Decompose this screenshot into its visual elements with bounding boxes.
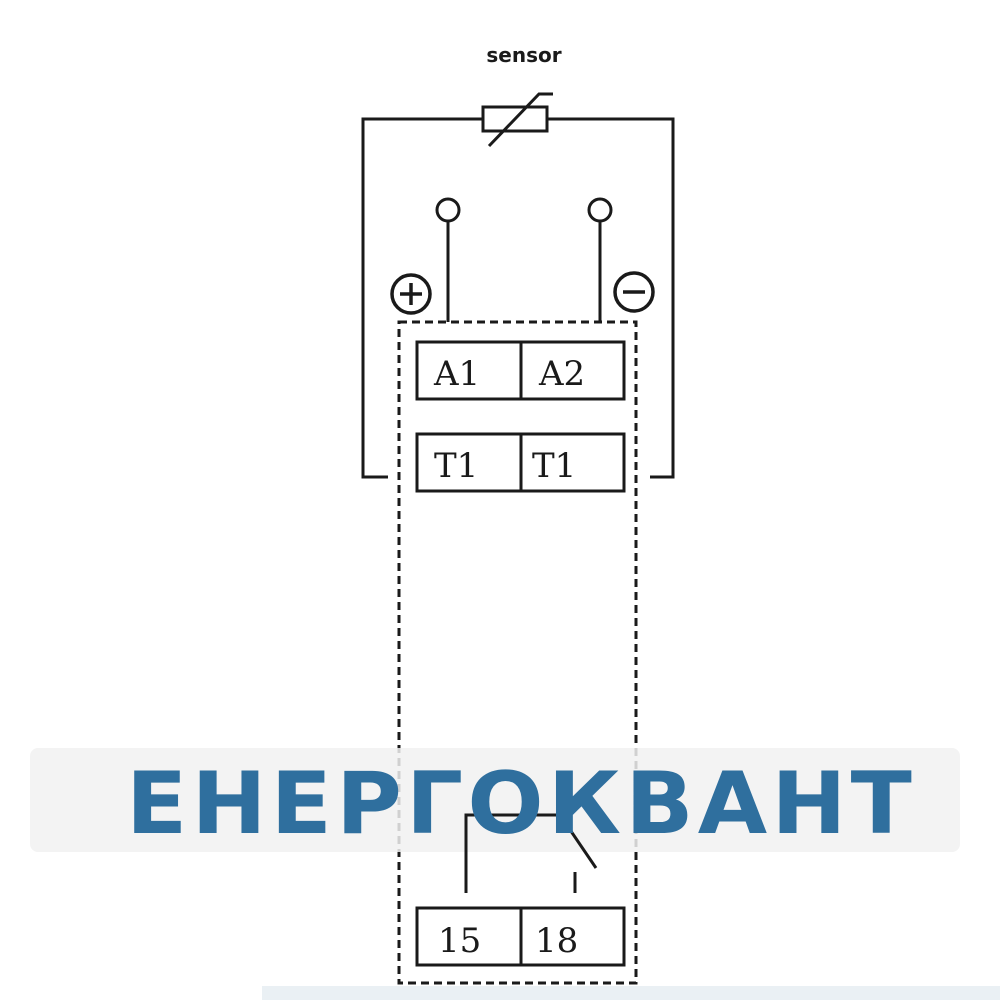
terminal-block-t [415,432,626,493]
plus-icon [390,273,432,315]
terminal-block-a [415,340,626,401]
watermark-logo: ЕНЕРГОКВАНТ [126,754,916,854]
minus-icon [613,271,655,313]
positive-supply [435,197,461,322]
terminal-18: 18 [535,921,578,961]
bottom-strip [262,986,1000,1000]
terminal-a1: A1 [433,354,480,394]
relay-contact [464,813,598,893]
watermark-band [30,748,960,852]
device-outline [397,320,638,985]
terminal-block-contacts [415,906,626,967]
terminal-15: 15 [438,921,481,961]
terminal-a2: A2 [538,354,585,394]
sensor-label: sensor [486,43,561,67]
negative-supply [587,197,613,322]
terminal-t1-right: T1 [532,446,576,486]
terminal-t1-left: T1 [434,446,478,486]
sensor-loop-wire [361,117,675,479]
thermistor-symbol [481,92,553,148]
